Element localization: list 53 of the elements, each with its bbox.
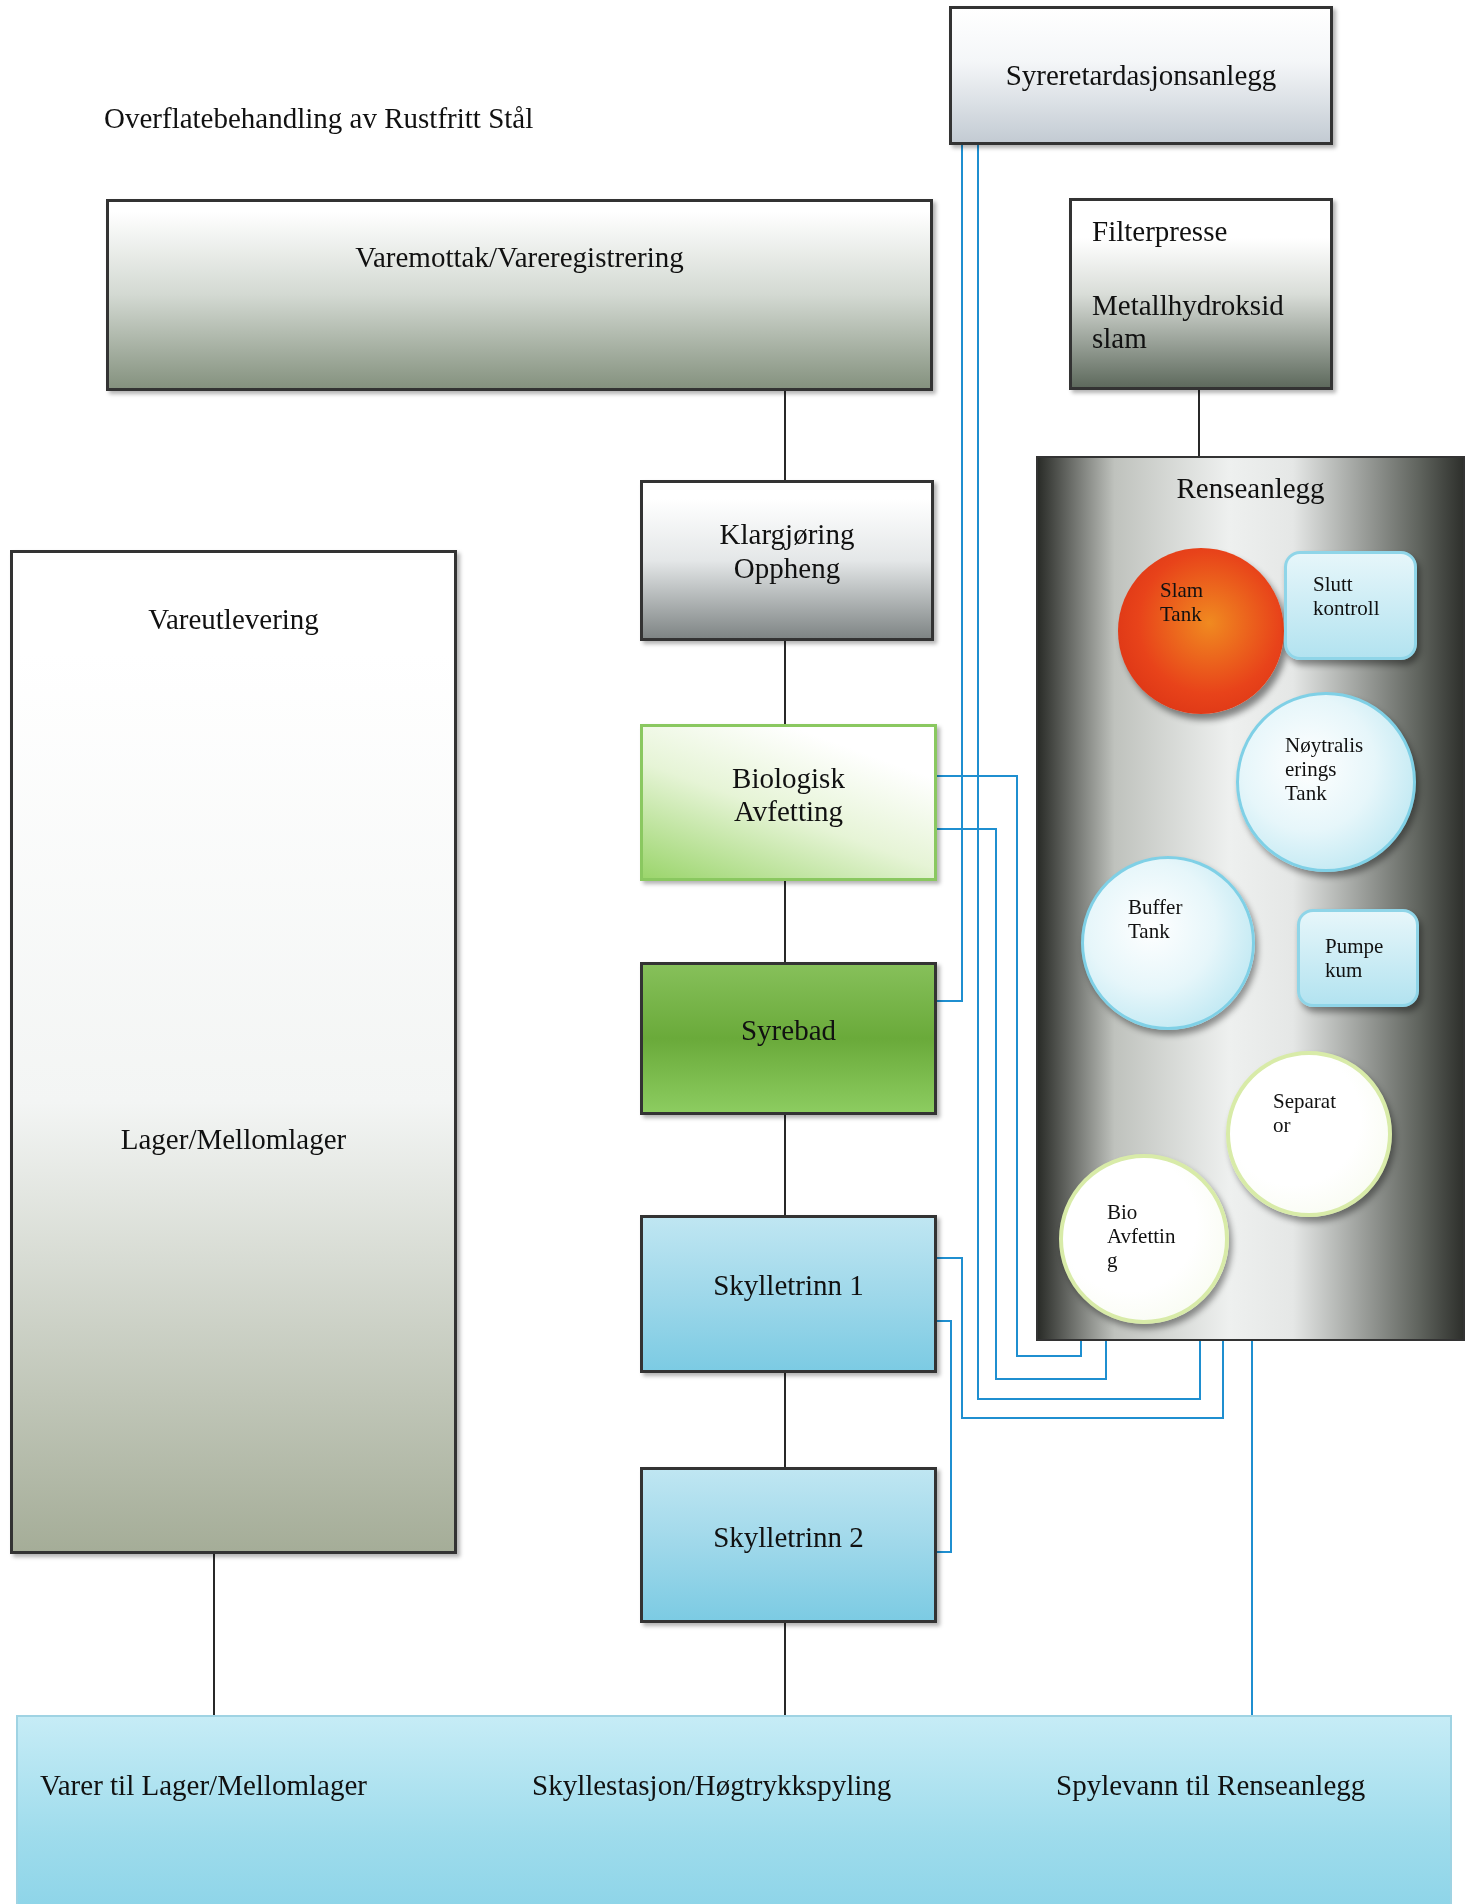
tank-circle [1059,1154,1229,1324]
node-label: Skylletrinn 1 [713,1269,864,1304]
process-box [640,724,937,881]
connector-line [784,390,786,481]
connector-line [784,1372,786,1468]
process-box [640,1467,937,1623]
connector-line [784,880,786,963]
connector-line [936,1257,1224,1419]
process-box [10,550,457,1554]
node-label: Nøytralis erings Tank [1285,733,1364,806]
connector-line [1251,1340,1253,1716]
process-box [640,1215,937,1373]
connector-line [784,1114,786,1216]
connector-line [936,775,1082,1357]
node-label: Syreretardasjonsanlegg [1005,58,1277,93]
connector-line [936,828,1107,1380]
process-box [1069,198,1333,390]
node-label: Varer til Lager/Mellomlager [40,1769,367,1803]
node-label: Slam Tank [1160,578,1204,627]
tank-circle [1081,856,1255,1030]
node-label: Syrebad [741,1014,836,1048]
process-box [640,480,934,641]
node-label: Biologisk Avfetting [732,761,845,829]
node-text: Lager/Mellomlager [120,1123,347,1157]
node-label: Bio Avfettin g [1107,1200,1176,1273]
node-label: Varemottak/Vareregistrering [355,241,684,275]
connector-line [784,1622,786,1716]
rounded-box [1297,909,1419,1007]
node-text: Metallhydroksid slam [1092,289,1284,356]
node-label: Vareutlevering [148,603,319,637]
connector-line [936,144,963,1002]
connector-line [977,144,1201,1400]
node-label: Renseanlegg [1176,472,1325,506]
node-label: Skylletrinn 2 [713,1520,864,1555]
process-box [949,6,1333,145]
node-text: Spylevann til Renseanlegg [1056,1769,1366,1803]
process-box [106,199,933,391]
node-label: Buffer Tank [1128,895,1183,944]
rounded-box [1284,551,1417,660]
node-text: Skyllestasjon/Høgtrykkspyling [532,1769,892,1803]
diagram-title: Overflatebehandling av Rustfritt Stål [104,102,534,136]
node-label: Filterpresse [1092,215,1228,249]
connector-line [1198,389,1200,457]
process-box [640,962,937,1115]
process-band [16,1715,1452,1904]
node-label: Slutt kontroll [1313,572,1380,621]
connector-line [784,640,786,725]
node-label: Pumpe kum [1325,934,1384,983]
connector-line [213,1553,215,1716]
node-label: Klargjøring Oppheng [719,517,855,585]
node-label: Separat or [1273,1089,1336,1138]
treatment-plant-panel [1036,456,1465,1341]
connector-line [936,1320,952,1553]
